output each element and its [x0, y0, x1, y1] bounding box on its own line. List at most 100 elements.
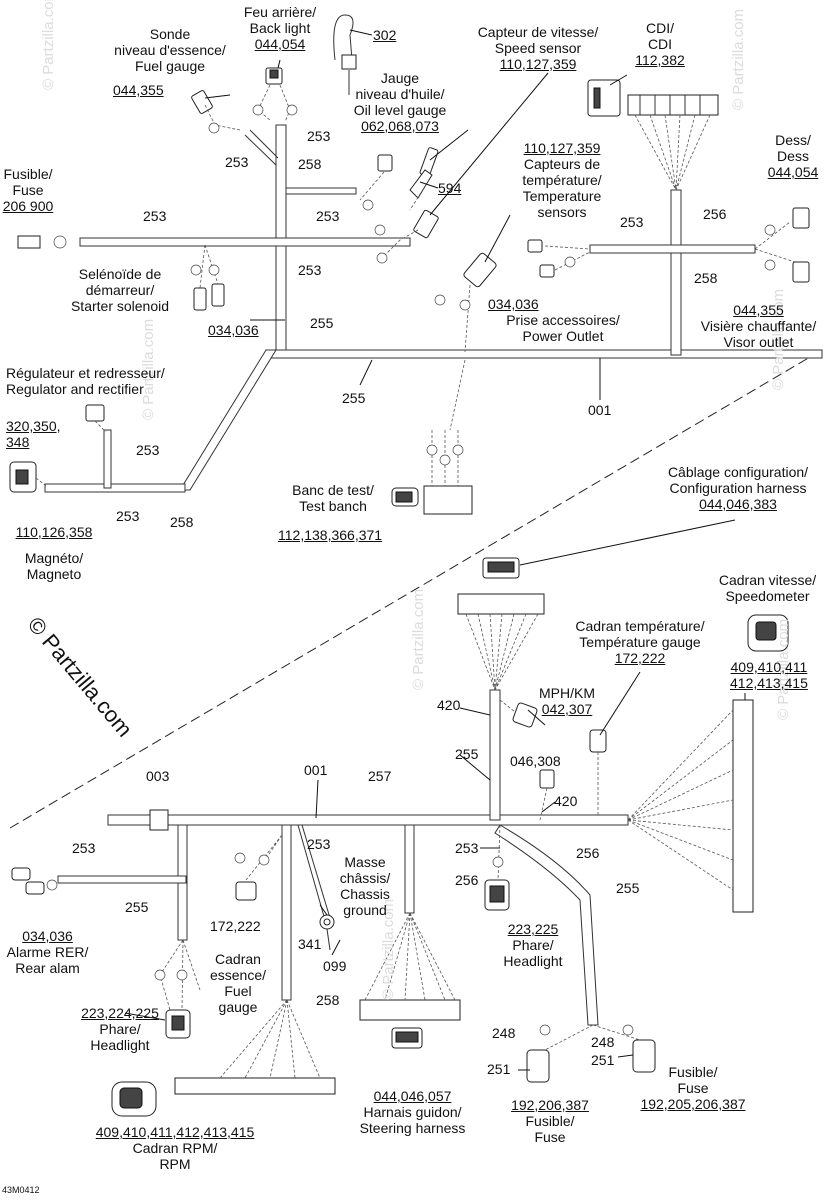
callout-leader-lines	[124, 29, 746, 1071]
ref-253-c: 253	[316, 208, 340, 224]
ref-046-308: 046,308	[510, 753, 561, 769]
ref-003: 003	[146, 768, 170, 784]
ref-251-a: 251	[487, 1061, 511, 1077]
ref-fuel-gauge: 044,355	[113, 82, 164, 98]
ref-248-a: 248	[492, 1025, 516, 1041]
ref-253-d: 253	[143, 208, 167, 224]
back-light-connector-icon	[252, 67, 298, 123]
ref-420-b: 420	[554, 793, 578, 809]
top-lower-main-line	[265, 349, 823, 359]
bottom-fuse-connectors-icon	[526, 1024, 656, 1083]
ref-341: 341	[298, 936, 322, 952]
top-left-branch	[79, 237, 411, 247]
label-test-bench: Banc de test/Test banch	[292, 482, 374, 514]
oil-level-gauge-icon	[359, 147, 439, 211]
fuel-gauge-sensor-icon	[191, 90, 241, 134]
section-divider	[9, 349, 823, 829]
watermark-2: © Partzilla.com	[730, 8, 747, 110]
watermark-1: © Partzilla.com	[40, 0, 57, 90]
ref-001-a: 001	[588, 402, 612, 418]
ref-253-h: 253	[116, 508, 140, 524]
label-regulator: Régulateur et redresseur/Regulator and r…	[6, 365, 165, 397]
ref-253-e: 253	[298, 262, 322, 278]
bottom-config-trunk	[489, 689, 501, 821]
speedometer-connector-icon	[627, 614, 789, 913]
fuse-top-connector	[17, 235, 41, 249]
ref-256-a: 256	[703, 206, 727, 222]
ref-258-a: 258	[298, 156, 322, 172]
right-headlight-connector-icon	[484, 824, 510, 911]
temperature-gauge-connector-icon	[499, 699, 607, 821]
regulator-branch	[44, 483, 186, 493]
left-headlight-connector-icon	[154, 939, 201, 1039]
fuel-dial-connector-icon	[111, 999, 336, 1117]
starter-solenoid-icon	[190, 244, 225, 311]
ref-248-b: 248	[591, 1034, 615, 1050]
ref-172-222-left: 172,222	[210, 918, 261, 934]
steering-harness-connector-icon	[359, 912, 461, 1049]
oil-branch	[285, 187, 357, 195]
power-outlet-connector-icon	[434, 252, 497, 353]
fuel-dial-drop	[281, 824, 292, 1001]
regulator-connector-icon	[9, 404, 107, 493]
ref-253-b: 253	[225, 154, 249, 170]
ref-253-i: 253	[455, 840, 479, 856]
label-magneto: 110,126,358 Magnéto/Magneto	[15, 524, 93, 582]
temperature-connector-left-icon	[234, 834, 283, 901]
ref-257: 257	[368, 768, 392, 784]
speed-sensor-connector-icon	[374, 209, 439, 264]
bottom-main-line	[107, 814, 629, 826]
ref-302: 302	[373, 27, 397, 43]
rear-alarm-connector-icon	[11, 867, 58, 895]
dess-branch	[589, 244, 756, 254]
ref-253-a: 253	[307, 128, 331, 144]
ref-253-j: 253	[72, 840, 96, 856]
ref-255-e: 255	[125, 899, 149, 915]
config-harness-connector-icon	[457, 557, 545, 691]
ref-253-g: 253	[136, 442, 160, 458]
ref-regulator: 320,350,348	[6, 418, 61, 450]
ref-253-k: 253	[307, 836, 331, 852]
ref-099: 099	[323, 958, 347, 974]
fuse-harness	[494, 824, 599, 1026]
test-bench-connector-icon	[391, 359, 473, 515]
ref-255-c: 255	[455, 746, 479, 762]
dess-connector-icon	[754, 207, 810, 283]
regulator-stub	[103, 429, 112, 489]
ref-258-c: 258	[170, 514, 194, 530]
ref-255-b: 255	[342, 390, 366, 406]
ref-251-b: 251	[591, 1052, 615, 1068]
top-diagonal-harness	[179, 349, 277, 491]
ref-420-a: 420	[437, 697, 461, 713]
cdi-trunk	[670, 189, 682, 356]
temperature-sensor-connector-icon	[527, 239, 591, 278]
chassis-ground-icon	[319, 914, 335, 951]
label-config-harness: Câblage configuration/Configuration harn…	[667, 464, 809, 512]
ref-594: 594	[438, 180, 462, 196]
ref-253-f: 253	[620, 214, 644, 230]
